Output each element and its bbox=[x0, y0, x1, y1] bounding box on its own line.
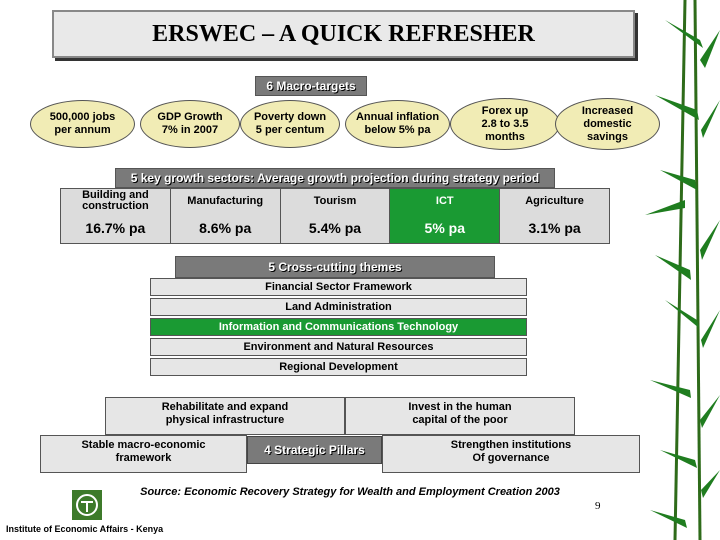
theme-financial-sector: Financial Sector Framework bbox=[150, 278, 527, 296]
theme-regional-development: Regional Development bbox=[150, 358, 527, 376]
sector-building-value: 16.7% pa bbox=[85, 220, 146, 236]
macro-targets-header: 6 Macro-targets bbox=[255, 76, 367, 96]
page-number: 9 bbox=[595, 500, 601, 512]
sector-ict-value: 5% pa bbox=[424, 220, 466, 236]
bamboo-decoration bbox=[645, 0, 720, 540]
slide-title: ERSWEC – A QUICK REFRESHER bbox=[52, 10, 635, 58]
source-citation: Source: Economic Recovery Strategy for W… bbox=[140, 486, 560, 498]
sector-manufacturing-value: 8.6% pa bbox=[199, 220, 252, 236]
sector-ict: ICT 5% pa bbox=[390, 189, 501, 243]
sector-tourism-value: 5.4% pa bbox=[308, 220, 362, 236]
iea-logo-icon bbox=[72, 490, 102, 520]
sector-manufacturing: Manufacturing 8.6% pa bbox=[171, 189, 281, 243]
theme-ict: Information and Communications Technolog… bbox=[150, 318, 527, 336]
footer-organization: Institute of Economic Affairs - Kenya bbox=[6, 524, 164, 534]
strategic-pillars-center: 4 Strategic Pillars bbox=[247, 436, 382, 464]
growth-sectors-header: 5 key growth sectors: Average growth pro… bbox=[115, 168, 555, 188]
sector-tourism: Tourism 5.4% pa bbox=[281, 189, 391, 243]
cross-cutting-header: 5 Cross-cutting themes bbox=[175, 256, 495, 278]
sector-agriculture-value: 3.1% pa bbox=[528, 220, 581, 236]
theme-land-administration: Land Administration bbox=[150, 298, 527, 316]
theme-environment: Environment and Natural Resources bbox=[150, 338, 527, 356]
sector-agriculture: Agriculture 3.1% pa bbox=[500, 189, 609, 243]
